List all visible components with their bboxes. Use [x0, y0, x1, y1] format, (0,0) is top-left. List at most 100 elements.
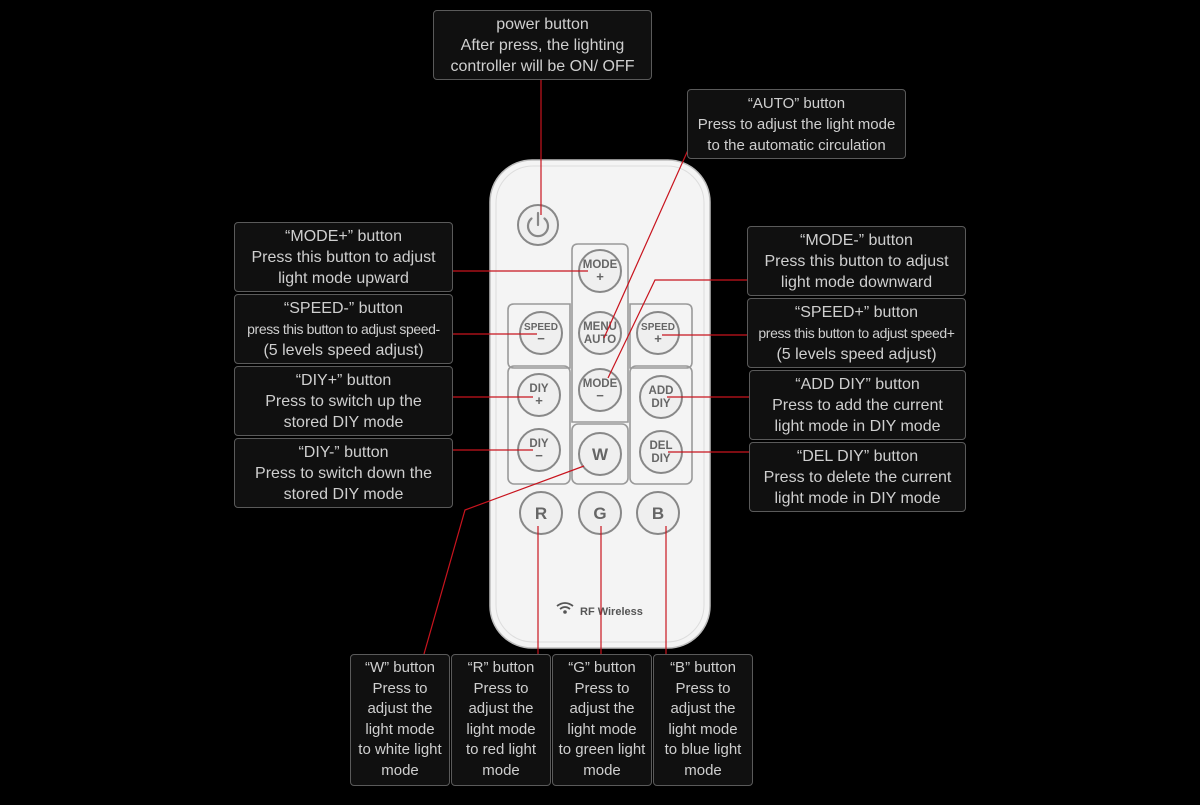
w-button-circle	[578, 432, 622, 476]
rf-wireless-label: RF Wireless	[580, 606, 643, 618]
power-icon	[526, 211, 550, 238]
diy-plus-button-label-1: +	[535, 393, 543, 408]
b-button[interactable]: B	[636, 491, 680, 535]
callout-diy-minus: “DIY-” button Press to switch down the s…	[234, 438, 453, 508]
callout-g-line1: Press to	[574, 679, 630, 697]
left-group-outline	[507, 303, 571, 369]
callout-add-diy-line1: Press to add the current	[772, 397, 943, 414]
power-button[interactable]	[517, 204, 559, 246]
menu-auto-button-label-0: MENU	[583, 321, 617, 333]
callout-w-line3: light mode	[365, 720, 435, 738]
b-button-circle	[636, 491, 680, 535]
callout-w-line1: Press to	[372, 679, 428, 697]
b-button-label-0: B	[652, 504, 664, 523]
callout-diy-plus-line1: Press to switch up the	[265, 393, 422, 410]
diy-left-group-outline	[507, 365, 571, 485]
speed-plus-button-label-0: SPEED	[641, 322, 675, 333]
mode-minus-button-label-1: −	[596, 388, 604, 403]
callout-del-diy-line1: Press to delete the current	[763, 469, 952, 486]
remote-buttons: MODE+SPEED−MENUAUTOSPEED+DIY+MODE−ADDDIY…	[517, 249, 683, 535]
g-button-label-0: G	[593, 504, 606, 523]
callout-b-line4: to blue light	[664, 741, 742, 758]
diy-plus-button[interactable]: DIY+	[517, 373, 561, 417]
callout-speed-plus: “SPEED+” button press this button to adj…	[747, 298, 966, 368]
g-button-circle	[578, 491, 622, 535]
w-button-label-0: W	[592, 445, 609, 464]
speed-minus-button-label-1: −	[537, 331, 545, 346]
speed-plus-button[interactable]: SPEED+	[636, 311, 680, 355]
mode-minus-button-circle	[578, 368, 622, 412]
menu-auto-button-label-1: AUTO	[584, 334, 616, 346]
del-diy-button-label-1: DIY	[651, 453, 671, 465]
diy-plus-button-label-0: DIY	[529, 383, 549, 395]
callout-mode-minus-title: “MODE-” button	[800, 232, 913, 249]
rf-wireless-label-group: RF Wireless	[556, 602, 643, 618]
callout-b-line1: Press to	[675, 679, 731, 697]
speed-plus-button-circle	[636, 311, 680, 355]
del-diy-button-label-0: DEL	[650, 440, 673, 452]
diy-minus-button[interactable]: DIY−	[517, 428, 561, 472]
callout-b: “B” button Press to adjust the light mod…	[653, 654, 753, 786]
callout-speed-plus-line2: (5 levels speed adjust)	[776, 346, 937, 363]
callout-diy-minus-line1: Press to switch down the	[255, 465, 432, 482]
g-button[interactable]: G	[578, 491, 622, 535]
callout-r: “R” button Press to adjust the light mod…	[451, 654, 551, 786]
callout-g-line3: light mode	[567, 720, 637, 738]
leader-lines	[423, 80, 750, 655]
leader-auto	[603, 149, 689, 339]
callout-w-line2: adjust the	[367, 700, 433, 717]
callout-power: power button After press, the lighting c…	[433, 10, 652, 80]
w-group-outline	[571, 423, 629, 485]
r-button[interactable]: R	[519, 491, 563, 535]
callout-power-line2: controller will be ON/ OFF	[450, 58, 635, 75]
add-diy-button-label-0: ADD	[649, 385, 674, 397]
callout-w: “W” button Press to adjust the light mod…	[350, 654, 450, 786]
leader-mode-minus	[607, 279, 748, 379]
callout-diy-minus-line2: stored DIY mode	[283, 486, 404, 503]
callout-speed-minus-line1: press this button to adjust speed-	[247, 321, 440, 337]
mode-plus-button-label-0: MODE	[583, 259, 618, 271]
callout-del-diy: “DEL DIY” button Press to delete the cur…	[749, 442, 966, 512]
callout-g-line5: mode	[583, 761, 621, 779]
callout-auto: “AUTO” button Press to adjust the light …	[687, 89, 906, 159]
speed-minus-button-circle	[519, 311, 563, 355]
diy-minus-button-label-0: DIY	[529, 438, 549, 450]
callout-w-title: “W” button	[364, 659, 436, 676]
callout-r-line5: mode	[482, 761, 520, 779]
callout-b-line5: mode	[684, 761, 722, 779]
callout-mode-plus-line2: light mode upward	[278, 270, 409, 287]
callout-r-line1: Press to	[473, 679, 529, 697]
callout-auto-title: “AUTO” button	[747, 95, 846, 112]
callout-auto-line1: Press to adjust the light mode	[697, 116, 896, 133]
callout-diy-plus-line2: stored DIY mode	[283, 414, 404, 431]
diy-minus-button-label-1: −	[535, 448, 543, 463]
callout-mode-minus: “MODE-” button Press this button to adju…	[747, 226, 966, 296]
callout-r-line3: light mode	[466, 720, 536, 738]
callout-add-diy-title: “ADD DIY” button	[795, 376, 920, 393]
callout-mode-plus: “MODE+” button Press this button to adju…	[234, 222, 453, 292]
callout-g-title: “G” button	[568, 659, 636, 676]
menu-auto-button-circle	[578, 311, 622, 355]
diy-plus-button-circle	[517, 373, 561, 417]
callout-b-title: “B” button	[670, 659, 736, 676]
callout-r-line2: adjust the	[468, 700, 534, 717]
right-group-outline	[629, 303, 693, 369]
w-button[interactable]: W	[578, 432, 622, 476]
callout-mode-plus-line1: Press this button to adjust	[251, 249, 436, 266]
callout-add-diy-line2: light mode in DIY mode	[774, 418, 941, 435]
leader-w	[423, 465, 585, 655]
speed-minus-button-label-0: SPEED	[524, 322, 558, 333]
callout-b-line2: adjust the	[670, 700, 736, 717]
speed-minus-button[interactable]: SPEED−	[519, 311, 563, 355]
mode-minus-button[interactable]: MODE−	[578, 368, 622, 412]
callout-speed-minus-line2: (5 levels speed adjust)	[263, 342, 424, 359]
callout-speed-minus: “SPEED-” button press this button to adj…	[234, 294, 453, 364]
callout-diy-minus-title: “DIY-” button	[298, 444, 389, 461]
callout-power-title: power button	[496, 16, 589, 33]
mode-minus-button-label-0: MODE	[583, 378, 618, 390]
callout-speed-plus-line1: press this button to adjust speed+	[758, 325, 955, 341]
add-diy-button-label-1: DIY	[651, 398, 671, 410]
